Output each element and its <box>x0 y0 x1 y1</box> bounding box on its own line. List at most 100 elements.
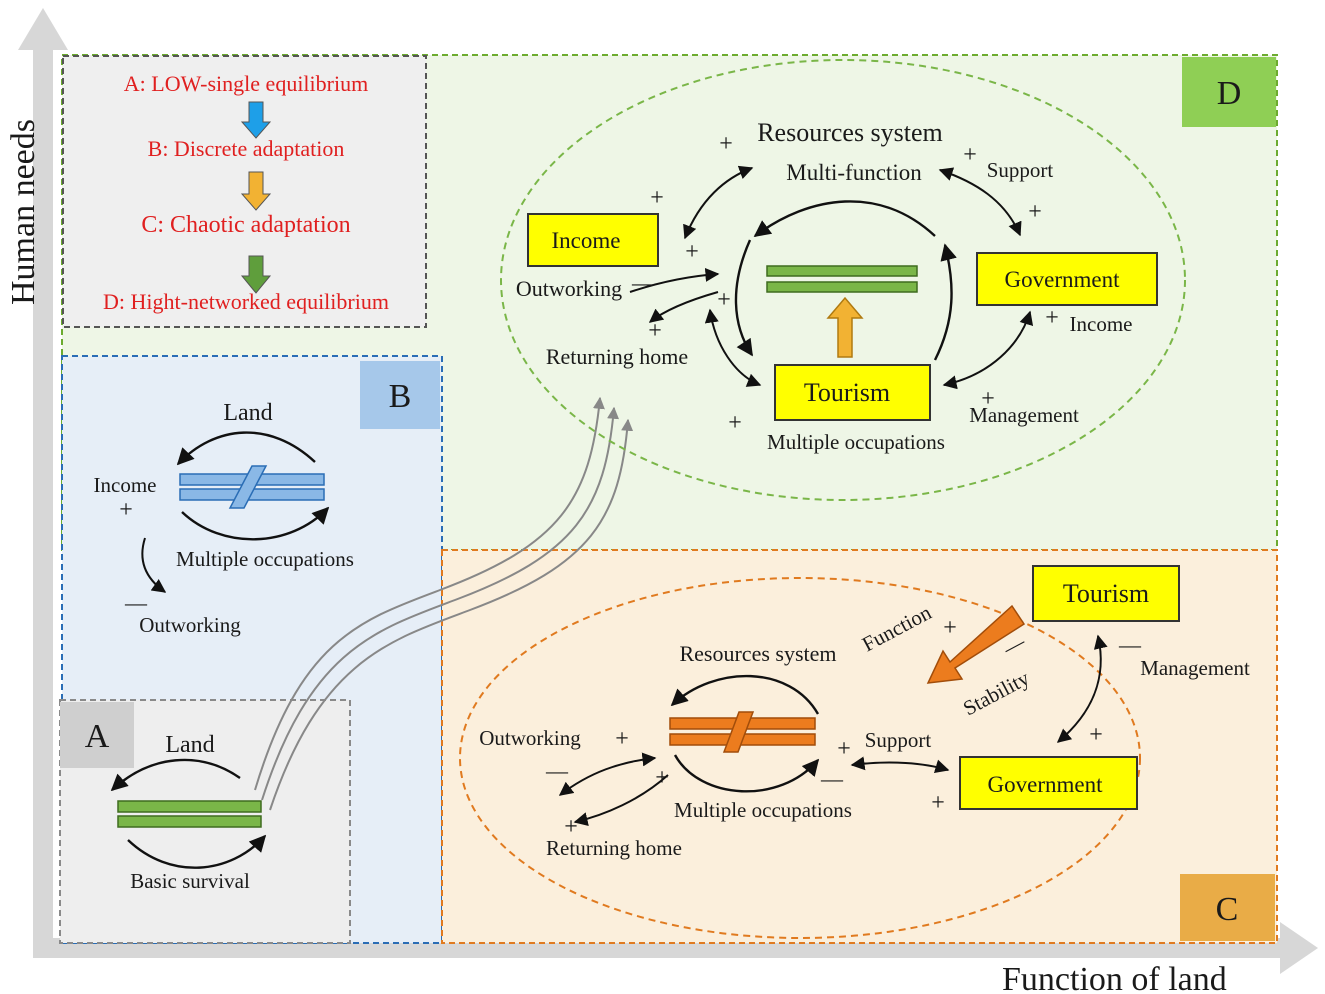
link-arrow <box>850 756 950 774</box>
link-arrow <box>942 310 1034 390</box>
resources-system-label: Resources system <box>757 118 943 147</box>
tourism-box <box>1032 565 1180 622</box>
panel-d-badge <box>1182 57 1276 127</box>
plus-sign: + <box>648 318 662 344</box>
loop-arrow <box>127 834 267 869</box>
link-arrow <box>629 267 720 293</box>
loop-arrow <box>670 674 820 715</box>
government-box-label: Government <box>1005 267 1121 292</box>
panel-a-badge <box>60 702 134 768</box>
plus-sign: + <box>650 185 664 211</box>
income-box-label: Income <box>552 228 621 253</box>
multi-function-label: Multi-function <box>786 160 922 185</box>
link-arrow <box>704 308 762 387</box>
multiple-occupations-label: Multiple occupations <box>674 798 852 822</box>
plus-sign: + <box>615 726 629 752</box>
multiple-occupations-label: Multiple occupations <box>176 547 354 571</box>
minus-sign: — <box>1118 632 1142 657</box>
management-label: Management <box>969 403 1079 427</box>
break-slash <box>722 711 755 753</box>
legend-item-b: B: Discrete adaptation <box>148 136 345 161</box>
loop-arrow <box>176 431 316 466</box>
y-axis-bar <box>33 48 53 958</box>
transition-arrows <box>254 396 634 811</box>
panel-d: Resources system Multi-function Support … <box>500 59 1186 501</box>
plus-sign: + <box>564 814 578 840</box>
x-axis-arrowhead <box>1280 922 1318 974</box>
loop-arrow <box>753 200 936 238</box>
tourism-box <box>774 364 931 421</box>
panel-c-badge-label: C <box>1216 891 1239 928</box>
y-axis-arrowhead <box>18 8 68 50</box>
plus-sign: + <box>837 736 851 762</box>
government-box <box>976 252 1158 306</box>
plus-sign: + <box>1028 199 1042 225</box>
tourism-box-label: Tourism <box>804 378 890 407</box>
panel-b-badge <box>360 361 440 429</box>
plus-sign: + <box>963 142 977 168</box>
minus-sign: — <box>820 766 844 791</box>
management-label: Management <box>1140 656 1250 680</box>
minus-sign: — <box>631 270 655 295</box>
plus-sign: + <box>981 386 995 412</box>
down-arrow-icon <box>240 171 272 211</box>
loop-arrow <box>933 243 957 361</box>
multiple-occupations-label: Multiple occupations <box>767 430 945 454</box>
returning-home-label: Returning home <box>546 836 682 860</box>
equilibrium-bar <box>766 281 918 293</box>
plus-sign: + <box>931 790 945 816</box>
legend: A: LOW-single equilibrium B: Discrete ad… <box>62 55 427 328</box>
panel-c-badge <box>1180 874 1275 941</box>
government-box <box>959 756 1138 810</box>
resources-system-label: Resources system <box>679 641 836 666</box>
plus-sign: + <box>119 497 133 523</box>
government-box-label: Government <box>988 772 1104 797</box>
panel-b: Land Income + Multiple occupations — Out… <box>94 400 354 637</box>
link-arrow <box>938 167 1022 237</box>
land-label: Land <box>165 732 214 758</box>
plus-sign: + <box>655 765 669 791</box>
equilibrium-bar <box>117 815 262 828</box>
minus-sign: — <box>124 590 148 615</box>
income-label: Income <box>1070 312 1133 336</box>
legend-item-a: A: LOW-single equilibrium <box>124 71 368 96</box>
system-boundary <box>500 59 1186 501</box>
legend-box <box>62 55 427 328</box>
loop-arrow <box>181 506 330 541</box>
support-label: Support <box>987 158 1054 182</box>
outworking-arrow <box>141 537 167 593</box>
down-arrow-icon <box>240 255 272 294</box>
support-label: Support <box>865 728 932 752</box>
land-label: Land <box>223 400 272 426</box>
plus-sign: + <box>717 287 731 313</box>
plus-sign: + <box>685 239 699 265</box>
transition-arrow <box>269 418 634 811</box>
link-arrow <box>1056 634 1108 743</box>
basic-survival-label: Basic survival <box>130 869 250 893</box>
minus-sign: — <box>545 758 569 783</box>
plus-sign: + <box>1045 305 1059 331</box>
tourism-box-label: Tourism <box>1063 579 1149 608</box>
outworking-label: Outworking <box>479 726 581 750</box>
plus-sign: + <box>1089 722 1103 748</box>
equilibrium-bar <box>117 800 262 813</box>
system-boundary <box>459 577 1141 939</box>
panel-a: Land Basic survival <box>110 732 267 893</box>
link-arrow <box>573 774 669 826</box>
down-arrow-icon <box>240 101 272 139</box>
income-box <box>527 213 659 267</box>
plus-sign: + <box>728 410 742 436</box>
y-axis-label: Human needs <box>5 119 42 305</box>
equilibrium-bar <box>766 265 918 277</box>
outworking-label: Outworking <box>139 613 241 637</box>
plus-sign: + <box>719 131 733 157</box>
up-arrow-icon <box>826 296 864 358</box>
loop-arrow <box>673 754 820 793</box>
pressure-arrow-icon <box>926 604 1026 684</box>
legend-item-c: C: Chaotic adaptation <box>141 212 350 238</box>
panel-a-badge-label: A <box>85 718 110 755</box>
break-slash <box>228 465 268 509</box>
link-arrow <box>648 291 719 323</box>
plus-sign: + <box>943 615 957 641</box>
link-arrow <box>558 752 657 796</box>
